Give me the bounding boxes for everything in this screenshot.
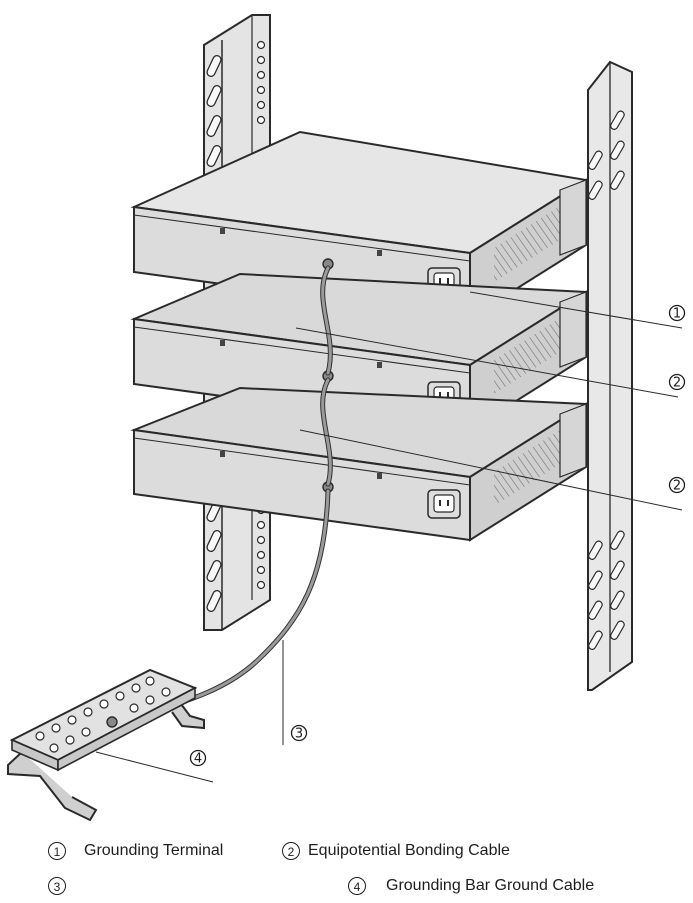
legend-mark-2: 2 [282,842,300,860]
grounding-bar-holes [35,676,171,753]
switch-unit-1 [130,130,589,320]
right-rack-rail [587,60,633,691]
callout-2b: 2 [668,476,686,494]
svg-text:1: 1 [673,307,681,322]
legend-item-2: 2 Equipotential Bonding Cable [282,841,510,861]
svg-text:2: 2 [673,479,681,494]
legend-item-4: 4 Grounding Bar Ground Cable [348,876,594,896]
legend-item-1: 1 Grounding Terminal [48,841,223,861]
callout-2a: 2 [668,373,686,391]
switch-unit-3 [130,386,590,542]
legend-mark-1: 1 [48,842,66,860]
legend-text-1: Grounding Terminal [84,842,224,859]
legend-text-2: Equipotential Bonding Cable [308,842,510,859]
legend-item-3: 3 [48,876,84,896]
power-socket-3 [427,489,461,519]
callouts: 1 2 2 3 4 [189,304,686,767]
legend-text-4: Grounding Bar Ground Cable [386,877,595,894]
svg-text:3: 3 [295,727,303,742]
legend-mark-3: 3 [48,877,66,895]
switch-unit-2 [130,272,590,432]
callout-4: 4 [189,749,207,767]
callout-1: 1 [668,304,686,322]
svg-text:2: 2 [673,376,681,391]
left-rail-slots [206,55,222,612]
svg-text:4: 4 [194,752,202,767]
callout-3: 3 [290,724,308,742]
right-rail-slots [588,110,625,650]
left-rail-holes [256,40,266,590]
grounding-bar-terminal [106,716,118,728]
grounding-bar [7,668,205,822]
legend-mark-4: 4 [348,877,366,895]
leader-lines [95,291,683,783]
